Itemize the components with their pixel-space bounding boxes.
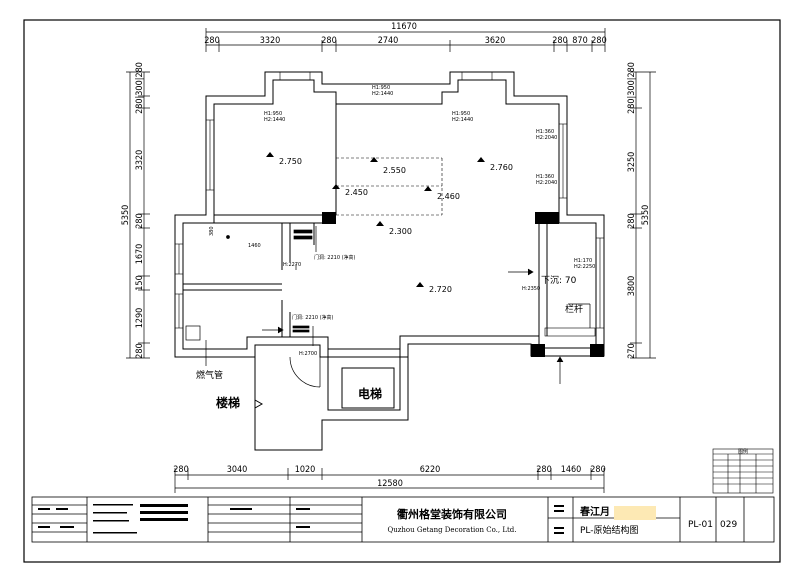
left-total-dim: 5350 — [121, 205, 131, 226]
ceiling-dashed-lines — [336, 157, 443, 216]
window-note-5-h1: H1:360 — [536, 174, 554, 180]
left-dim-2: 3320 — [135, 150, 145, 171]
top-dim-4: 2740 — [378, 36, 399, 46]
top-dim-2: 3320 — [260, 36, 281, 46]
right-dim-1: 3250 — [627, 152, 637, 173]
right-dim-top-group: 280|300|280 — [627, 62, 637, 114]
left-dim-4: 1670 — [135, 244, 145, 265]
level-marker-6 — [376, 221, 384, 226]
bottom-total-dim: 12580 — [377, 479, 403, 489]
top-dim-7: 870 — [572, 36, 587, 46]
right-dim-3: 3800 — [627, 276, 637, 297]
window-note-6-h1: H1:170 — [574, 258, 592, 264]
top-dim-8: 280 — [591, 36, 606, 46]
top-dim-1: 280 — [204, 36, 219, 46]
level-5-text: 2.460 — [437, 192, 460, 201]
window-note-2-h2: H2:1440 — [372, 91, 393, 97]
left-dim-6: 1290 — [135, 308, 145, 329]
right-dim-2: 280 — [627, 213, 637, 228]
company-name-en: Quzhou Getang Decoration Co., Ltd. — [387, 526, 516, 534]
left-dim-3: 280 — [135, 213, 145, 228]
company-name-cn: 衢州格堂装饰有限公司 — [397, 507, 507, 521]
bottom-dim-2: 3040 — [227, 465, 248, 475]
drawing-name: PL-原始结构图 — [580, 524, 639, 536]
window-note-6-h2: H2:2250 — [574, 264, 595, 270]
window-note-4-h2: H2:2040 — [536, 135, 557, 141]
level-4-text: 2.450 — [345, 188, 368, 197]
level-marker-2 — [370, 157, 378, 162]
right-dim-4: 270 — [627, 343, 637, 358]
right-total-dim: 5350 — [641, 205, 651, 226]
level-3-text: 2.760 — [490, 163, 513, 172]
note-h2350: H:2350 — [522, 286, 540, 292]
legend-title: 图例 — [738, 448, 748, 455]
sheet-frame — [23, 19, 781, 563]
window-note-1-h2: H2:1440 — [264, 117, 285, 123]
window-note-3-h2: H2:1440 — [452, 117, 473, 123]
top-dimension-chain — [205, 28, 606, 52]
level-1-text: 2.750 — [279, 157, 302, 166]
sheet-number: 029 — [720, 520, 737, 530]
drawing-code: PL-01 — [688, 520, 713, 530]
note-h2700: H:2700 — [299, 351, 317, 357]
window-note-1-h1: H1:950 — [264, 111, 282, 117]
door-note-1: 门洞: 2210 (净高) — [314, 254, 356, 261]
top-dim-3: 280 — [321, 36, 336, 46]
bottom-dimension-chain — [174, 468, 605, 493]
level-6-text: 2.300 — [389, 227, 412, 236]
level-marker-7 — [416, 282, 424, 287]
level-marker-1 — [266, 152, 274, 157]
bottom-dim-1: 280 — [173, 465, 188, 475]
level-2-text: 2.550 — [383, 166, 406, 175]
bottom-dim-7: 280 — [590, 465, 605, 475]
title-block — [31, 496, 775, 543]
railing-label: 栏杆 — [565, 303, 583, 315]
note-h2270: H:2270 — [283, 262, 301, 268]
title-block-marks — [38, 504, 656, 534]
level-marker-5 — [424, 186, 432, 191]
gas-pipe-label: 燃气管 — [196, 369, 223, 381]
left-dim-7: 280 — [135, 343, 145, 358]
misc-symbols — [185, 226, 591, 384]
door-note-2: 门洞: 2210 (净高) — [292, 314, 334, 321]
bottom-dim-4: 6220 — [420, 465, 441, 475]
level-marker-3 — [477, 157, 485, 162]
drop-label: 下沉: 70 — [541, 275, 577, 286]
note-1460: 1460 — [248, 243, 261, 249]
bottom-dim-5: 280 — [536, 465, 551, 475]
windows — [174, 71, 605, 337]
left-dim-5: 150 — [135, 275, 145, 290]
top-dim-5: 3620 — [485, 36, 506, 46]
bottom-dim-6: 1460 — [561, 465, 582, 475]
right-dimension-chain — [630, 71, 656, 359]
window-note-2-h1: H1:950 — [372, 85, 390, 91]
level-marker-4 — [332, 184, 340, 189]
left-dim-top-group: 280|300|280 — [135, 62, 145, 114]
project-name: 春江月 — [580, 505, 610, 518]
top-dim-6: 280 — [552, 36, 567, 46]
window-note-4-h1: H1:360 — [536, 129, 554, 135]
level-7-text: 2.720 — [429, 285, 452, 294]
legend-table — [712, 448, 774, 494]
columns — [322, 212, 604, 357]
core-area — [254, 349, 409, 451]
elevator-label: 电梯 — [358, 386, 382, 401]
level-markers — [266, 152, 485, 287]
window-note-3-h1: H1:950 — [452, 111, 470, 117]
top-total-dim: 11670 — [391, 22, 417, 32]
note-380: 380 — [209, 226, 215, 236]
stairs-label: 楼梯 — [216, 395, 240, 410]
bottom-dim-3: 1020 — [295, 465, 316, 475]
window-note-5-h2: H2:2040 — [536, 180, 557, 186]
left-dimension-chain — [126, 71, 150, 359]
